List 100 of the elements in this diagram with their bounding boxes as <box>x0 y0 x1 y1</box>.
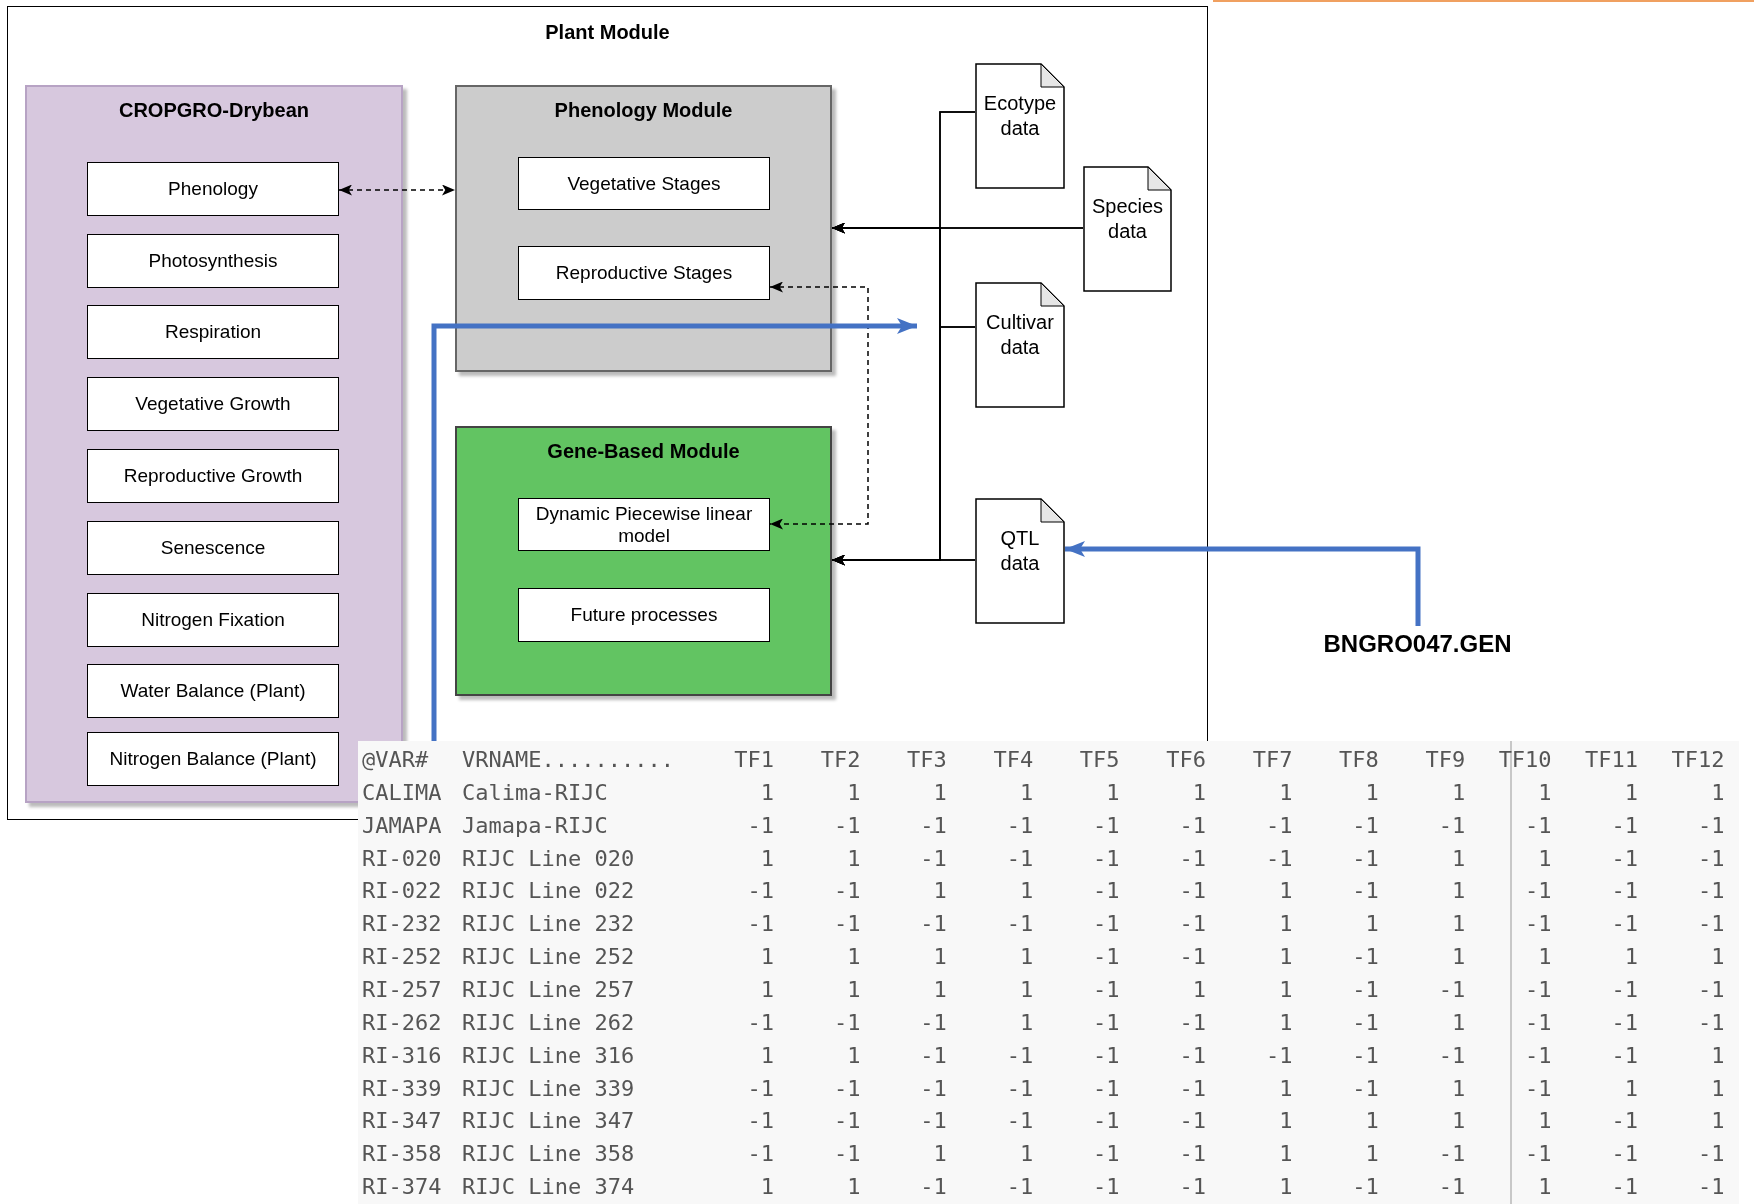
table-value: -1 <box>747 1009 774 1036</box>
table-value: -1 <box>833 812 861 839</box>
table-value: RIJC Line 022 <box>462 878 635 905</box>
table-value: RIJC Line 358 <box>462 1141 635 1168</box>
table-value: CALIMA <box>362 779 442 806</box>
table-value: -1 <box>1006 812 1034 839</box>
table-value: 1 <box>1019 976 1034 1003</box>
table-value: 1 <box>760 944 774 971</box>
process-label: Nitrogen Fixation <box>140 609 286 631</box>
table-value: -1 <box>1265 845 1293 872</box>
table-value: -1 <box>833 878 861 905</box>
process-label: Dynamic Piecewise linear model <box>534 502 754 547</box>
table-value: RIJC Line 262 <box>462 1009 635 1036</box>
table-value: RIJC Line 020 <box>462 845 635 872</box>
table-value: -1 <box>1179 845 1206 872</box>
table-value: 1 <box>1019 1009 1034 1036</box>
table-value: -1 <box>747 911 774 938</box>
table-value: RI-232 <box>362 911 442 938</box>
process-box <box>518 246 770 300</box>
table-value: 1 <box>1538 944 1552 971</box>
table-value: Calima-RIJC <box>462 779 608 806</box>
table-value: 1 <box>1019 1141 1034 1168</box>
table-value: RIJC Line 257 <box>462 976 635 1003</box>
table-value: -1 <box>1352 812 1379 839</box>
process-label: Photosynthesis <box>147 250 279 272</box>
table-value: -1 <box>747 878 774 905</box>
table-value: -1 <box>1179 1108 1206 1135</box>
table-value: -1 <box>1179 1141 1206 1168</box>
table-value: -1 <box>1006 1075 1034 1102</box>
table-value: JAMAPA <box>362 812 442 839</box>
table-value: RI-374 <box>362 1174 442 1201</box>
table-value: -1 <box>747 1141 774 1168</box>
panel-title: Gene-Based Module <box>546 440 741 463</box>
table-value: 1 <box>1451 845 1466 872</box>
column-header: TF11 <box>1585 747 1638 773</box>
process-box <box>87 732 339 786</box>
process-label: Vegetative Growth <box>134 393 292 415</box>
table-value: -1 <box>1697 911 1725 938</box>
table-value: -1 <box>1352 1075 1379 1102</box>
process-box <box>87 305 339 359</box>
process-label: Water Balance (Plant) <box>119 680 307 702</box>
table-value: -1 <box>920 1174 947 1201</box>
table-value: 1 <box>1451 779 1466 806</box>
column-header: TF6 <box>1166 747 1206 773</box>
table-value: 1 <box>1365 779 1379 806</box>
document-label: Species data <box>1090 194 1165 244</box>
table-value: RI-252 <box>362 944 442 971</box>
document-label: QTL data <box>999 526 1041 576</box>
table-value: -1 <box>1611 1174 1638 1201</box>
table-value: 1 <box>933 944 947 971</box>
panel-title: CROPGRO-Drybean <box>118 99 310 122</box>
column-header: TF4 <box>993 747 1034 773</box>
table-value: 1 <box>847 845 861 872</box>
table-value: 1 <box>1538 1108 1552 1135</box>
table-value: -1 <box>1611 911 1638 938</box>
table-value: -1 <box>1525 812 1552 839</box>
table-value: 1 <box>1279 1174 1293 1201</box>
column-header: TF9 <box>1425 747 1466 773</box>
process-label: Reproductive Growth <box>122 465 304 487</box>
module-panel <box>455 85 832 372</box>
process-box <box>87 664 339 718</box>
table-value: -1 <box>1093 1042 1120 1069</box>
table-value: -1 <box>1525 1075 1552 1102</box>
table-value: 1 <box>1451 944 1466 971</box>
table-value: 1 <box>1019 779 1034 806</box>
table-value: 1 <box>1538 845 1552 872</box>
table-value: -1 <box>920 845 947 872</box>
table-value: -1 <box>1093 911 1120 938</box>
table-value: -1 <box>833 1009 861 1036</box>
table-value: -1 <box>920 1009 947 1036</box>
table-value: 1 <box>847 944 861 971</box>
table-value: -1 <box>1525 1009 1552 1036</box>
table-value: 1 <box>1279 944 1293 971</box>
document-label: Cultivar data <box>985 310 1055 360</box>
process-box <box>87 521 339 575</box>
dashed-arrow <box>769 281 869 530</box>
table-value: 1 <box>1451 1075 1466 1102</box>
table-value: -1 <box>1438 812 1466 839</box>
process-box <box>87 234 339 288</box>
table-value: -1 <box>1179 812 1206 839</box>
table-value: 1 <box>1451 911 1466 938</box>
table-value: -1 <box>1265 812 1293 839</box>
table-value: -1 <box>920 1042 947 1069</box>
table-value: -1 <box>1697 1174 1725 1201</box>
table-value: 1 <box>1019 878 1034 905</box>
table-value: -1 <box>1006 1174 1034 1201</box>
panel-title: Plant Module <box>544 21 671 44</box>
table-value: -1 <box>1179 944 1206 971</box>
file-name-label: BNGRO047.GEN <box>1322 630 1513 658</box>
column-header: TF3 <box>907 747 947 773</box>
table-value: -1 <box>1611 878 1638 905</box>
table-value: 1 <box>1711 1075 1725 1102</box>
arrow <box>1065 541 1421 626</box>
data-table-panel <box>358 741 1739 1204</box>
table-value: -1 <box>833 911 861 938</box>
table-value: 1 <box>760 1174 774 1201</box>
process-box <box>518 588 770 642</box>
table-value: 1 <box>1538 779 1552 806</box>
column-header: @VAR# <box>362 747 429 773</box>
table-value: 1 <box>1624 1075 1638 1102</box>
